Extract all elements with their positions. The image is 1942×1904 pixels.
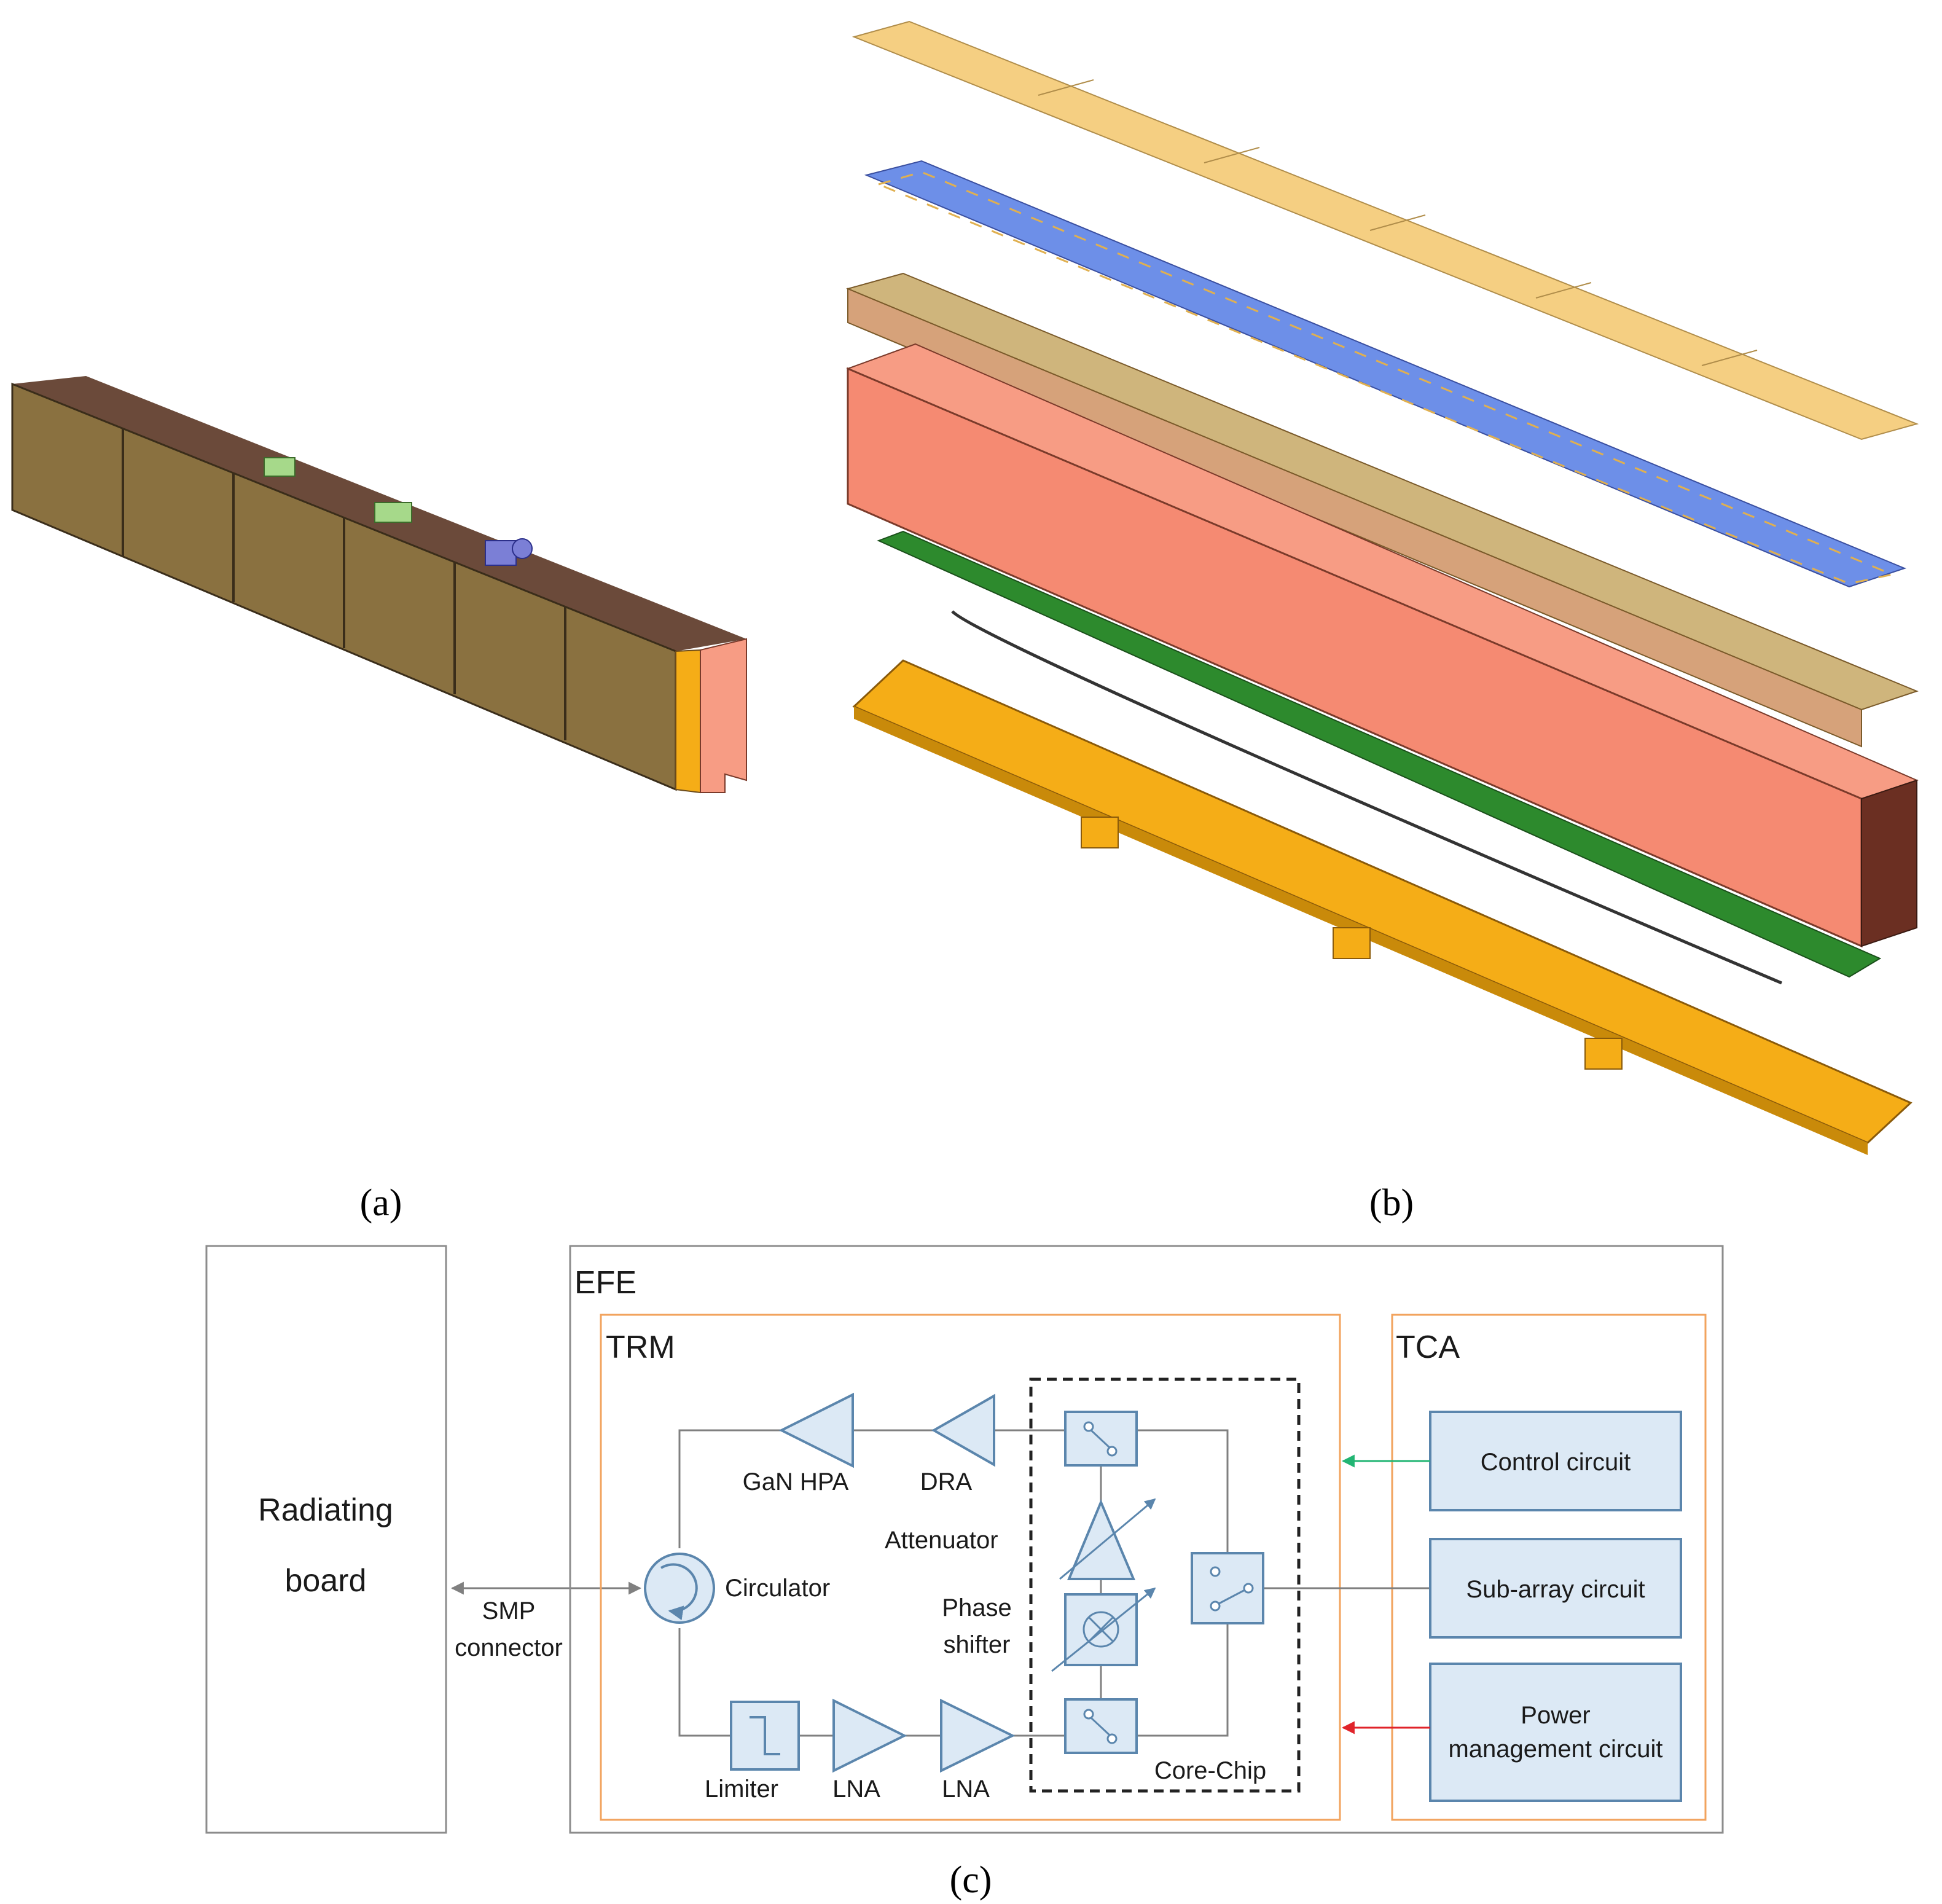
tca-label: TCA xyxy=(1396,1330,1460,1365)
lna-amplifier-2 xyxy=(940,1698,1016,1773)
signal-paths xyxy=(678,1429,1430,1737)
patch-board-layer xyxy=(852,20,1919,441)
attenuator-symbol xyxy=(1059,1498,1156,1580)
power-management-label-line2: management circuit xyxy=(1448,1736,1662,1763)
control-circuit-label: Control circuit xyxy=(1481,1449,1631,1476)
power-management-circuit-block xyxy=(1429,1663,1682,1802)
base-plate-layer xyxy=(852,659,1913,1155)
radiating-board-label-line1: Radiating xyxy=(258,1492,393,1528)
dra-amplifier xyxy=(931,1393,995,1467)
control-circuit-block xyxy=(1429,1411,1682,1511)
trm-box xyxy=(600,1314,1341,1821)
core-chip-box xyxy=(1029,1377,1301,1793)
block-diagram: Radiating board SMP connector EFE TRM TC… xyxy=(205,1245,1724,1834)
lna-amplifier-1 xyxy=(832,1698,907,1773)
phase-shifter-symbol xyxy=(1051,1587,1156,1672)
exploded-view-illustration xyxy=(845,20,1919,1155)
frame-layer xyxy=(845,272,1919,748)
circulator-symbol xyxy=(644,1553,715,1624)
efe-label: EFE xyxy=(574,1265,636,1301)
housing-layer xyxy=(846,343,1919,948)
efe-box xyxy=(569,1245,1724,1834)
smp-label-line1: SMP xyxy=(482,1597,536,1624)
assembled-array-illustration xyxy=(11,376,747,794)
caption-a: (a) xyxy=(360,1182,402,1224)
tr-module-pcb-layer xyxy=(864,160,1906,588)
attenuator-label: Attenuator xyxy=(885,1527,998,1554)
limiter-label: Limiter xyxy=(705,1776,778,1803)
phase-shifter-label-line1: Phase xyxy=(942,1594,1011,1621)
lna-label-2: LNA xyxy=(942,1776,990,1803)
power-management-label-line1: Power xyxy=(1521,1702,1590,1729)
tr-selector-switch xyxy=(1191,1552,1264,1624)
subarray-circuit-block xyxy=(1429,1538,1682,1639)
tca-box xyxy=(1391,1314,1707,1821)
radiating-board-box xyxy=(205,1245,447,1834)
trm-label: TRM xyxy=(606,1330,675,1365)
core-chip-top-switch xyxy=(1064,1411,1138,1467)
caption-c: (c) xyxy=(950,1859,992,1901)
core-chip-label: Core-Chip xyxy=(1154,1757,1266,1784)
subarray-circuit-label: Sub-array circuit xyxy=(1466,1576,1645,1603)
phase-shifter-label-line2: shifter xyxy=(944,1631,1011,1658)
dra-label: DRA xyxy=(920,1468,973,1495)
gan-hpa-label: GaN HPA xyxy=(743,1468,849,1495)
lna-label-1: LNA xyxy=(832,1776,880,1803)
power-control-pcb-layer xyxy=(877,530,1882,985)
circulator-label: Circulator xyxy=(725,1575,830,1602)
radiating-board-label-line2: board xyxy=(285,1563,367,1599)
smp-label-line2: connector xyxy=(455,1634,563,1661)
gan-hpa-amplifier xyxy=(778,1392,854,1468)
caption-b: (b) xyxy=(1369,1182,1414,1224)
core-chip-bottom-switch xyxy=(1064,1698,1138,1754)
